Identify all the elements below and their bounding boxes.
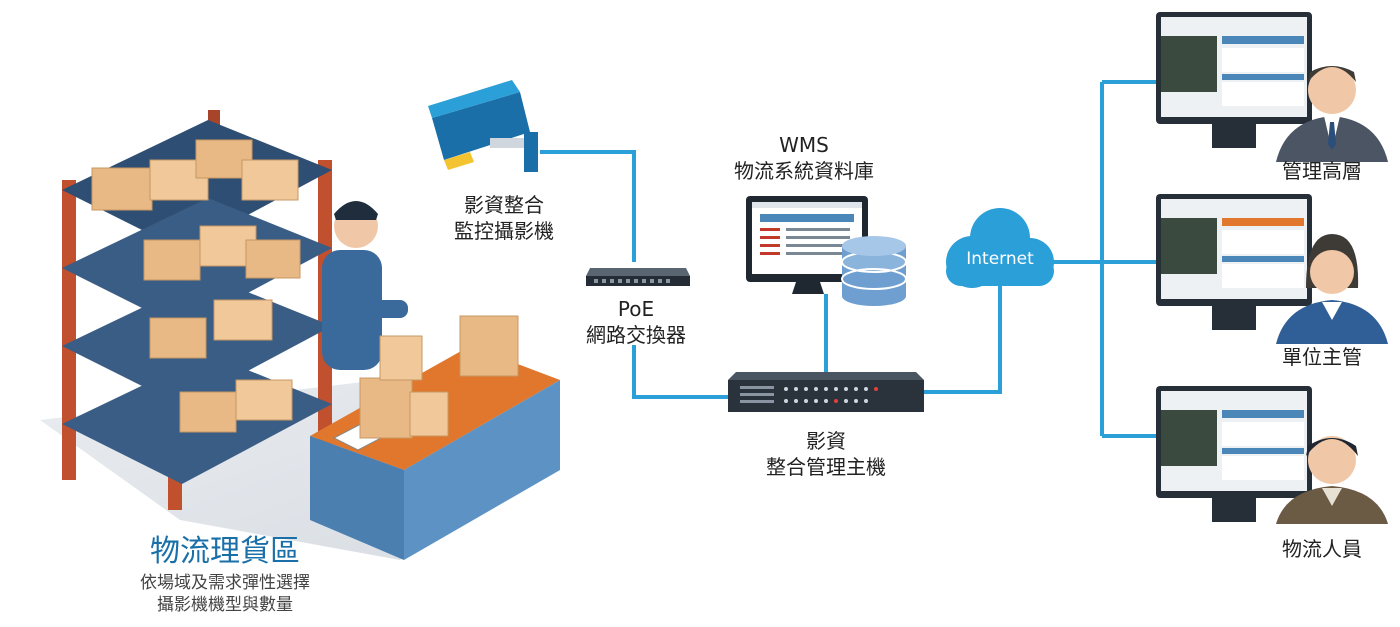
host-server-icon xyxy=(728,372,924,412)
camera-to-switch-line xyxy=(540,150,636,262)
wms-label-line2: 物流系統資料庫 xyxy=(734,159,874,183)
warehouse-illustration xyxy=(40,110,560,560)
switch-to-host-line xyxy=(632,345,730,399)
wms-label: WMS 物流系統資料庫 xyxy=(716,132,892,184)
user-station-executive xyxy=(1156,12,1388,162)
internet-cloud-icon xyxy=(946,208,1054,288)
user-label-logistics: 物流人員 xyxy=(1282,537,1362,561)
camera-icon xyxy=(428,80,538,172)
shelf-boxes xyxy=(91,139,301,433)
user-station-logistics xyxy=(1156,386,1388,524)
warehouse-title: 物流理貨區 xyxy=(150,534,300,569)
camera-label-line1: 影資整合 xyxy=(464,193,544,217)
host-to-internet-line xyxy=(922,280,1002,394)
poe-switch-icon xyxy=(586,268,690,286)
camera-label-line2: 監控攝影機 xyxy=(454,219,554,243)
user-label-executive: 管理高層 xyxy=(1282,159,1362,183)
host-label: 影資 整合管理主機 xyxy=(744,428,908,480)
user-label-manager: 單位主管 xyxy=(1282,345,1362,369)
host-label-line1: 影資 xyxy=(806,429,846,453)
wms-label-line1: WMS xyxy=(779,133,829,157)
warehouse-desc: 依場域及需求彈性選擇 攝影機機型與數量 xyxy=(110,572,340,616)
user-station-manager xyxy=(1156,194,1388,344)
camera-label: 影資整合 監控攝影機 xyxy=(438,192,570,244)
switch-label: PoE 網路交換器 xyxy=(568,296,704,348)
host-label-line2: 整合管理主機 xyxy=(766,455,886,479)
packing-table xyxy=(310,315,560,560)
warehouse-desc-line2: 攝影機機型與數量 xyxy=(157,595,293,615)
internet-label: Internet xyxy=(966,249,1034,269)
database-icon xyxy=(841,236,907,306)
warehouse-desc-line1: 依場域及需求彈性選擇 xyxy=(140,573,310,593)
wms-monitor-icon xyxy=(746,196,868,294)
shelf-unit xyxy=(62,110,332,510)
switch-label-line2: 網路交換器 xyxy=(586,323,686,347)
switch-label-line1: PoE xyxy=(617,297,655,321)
worker-figure xyxy=(322,201,423,381)
connection-lines xyxy=(540,80,1156,438)
